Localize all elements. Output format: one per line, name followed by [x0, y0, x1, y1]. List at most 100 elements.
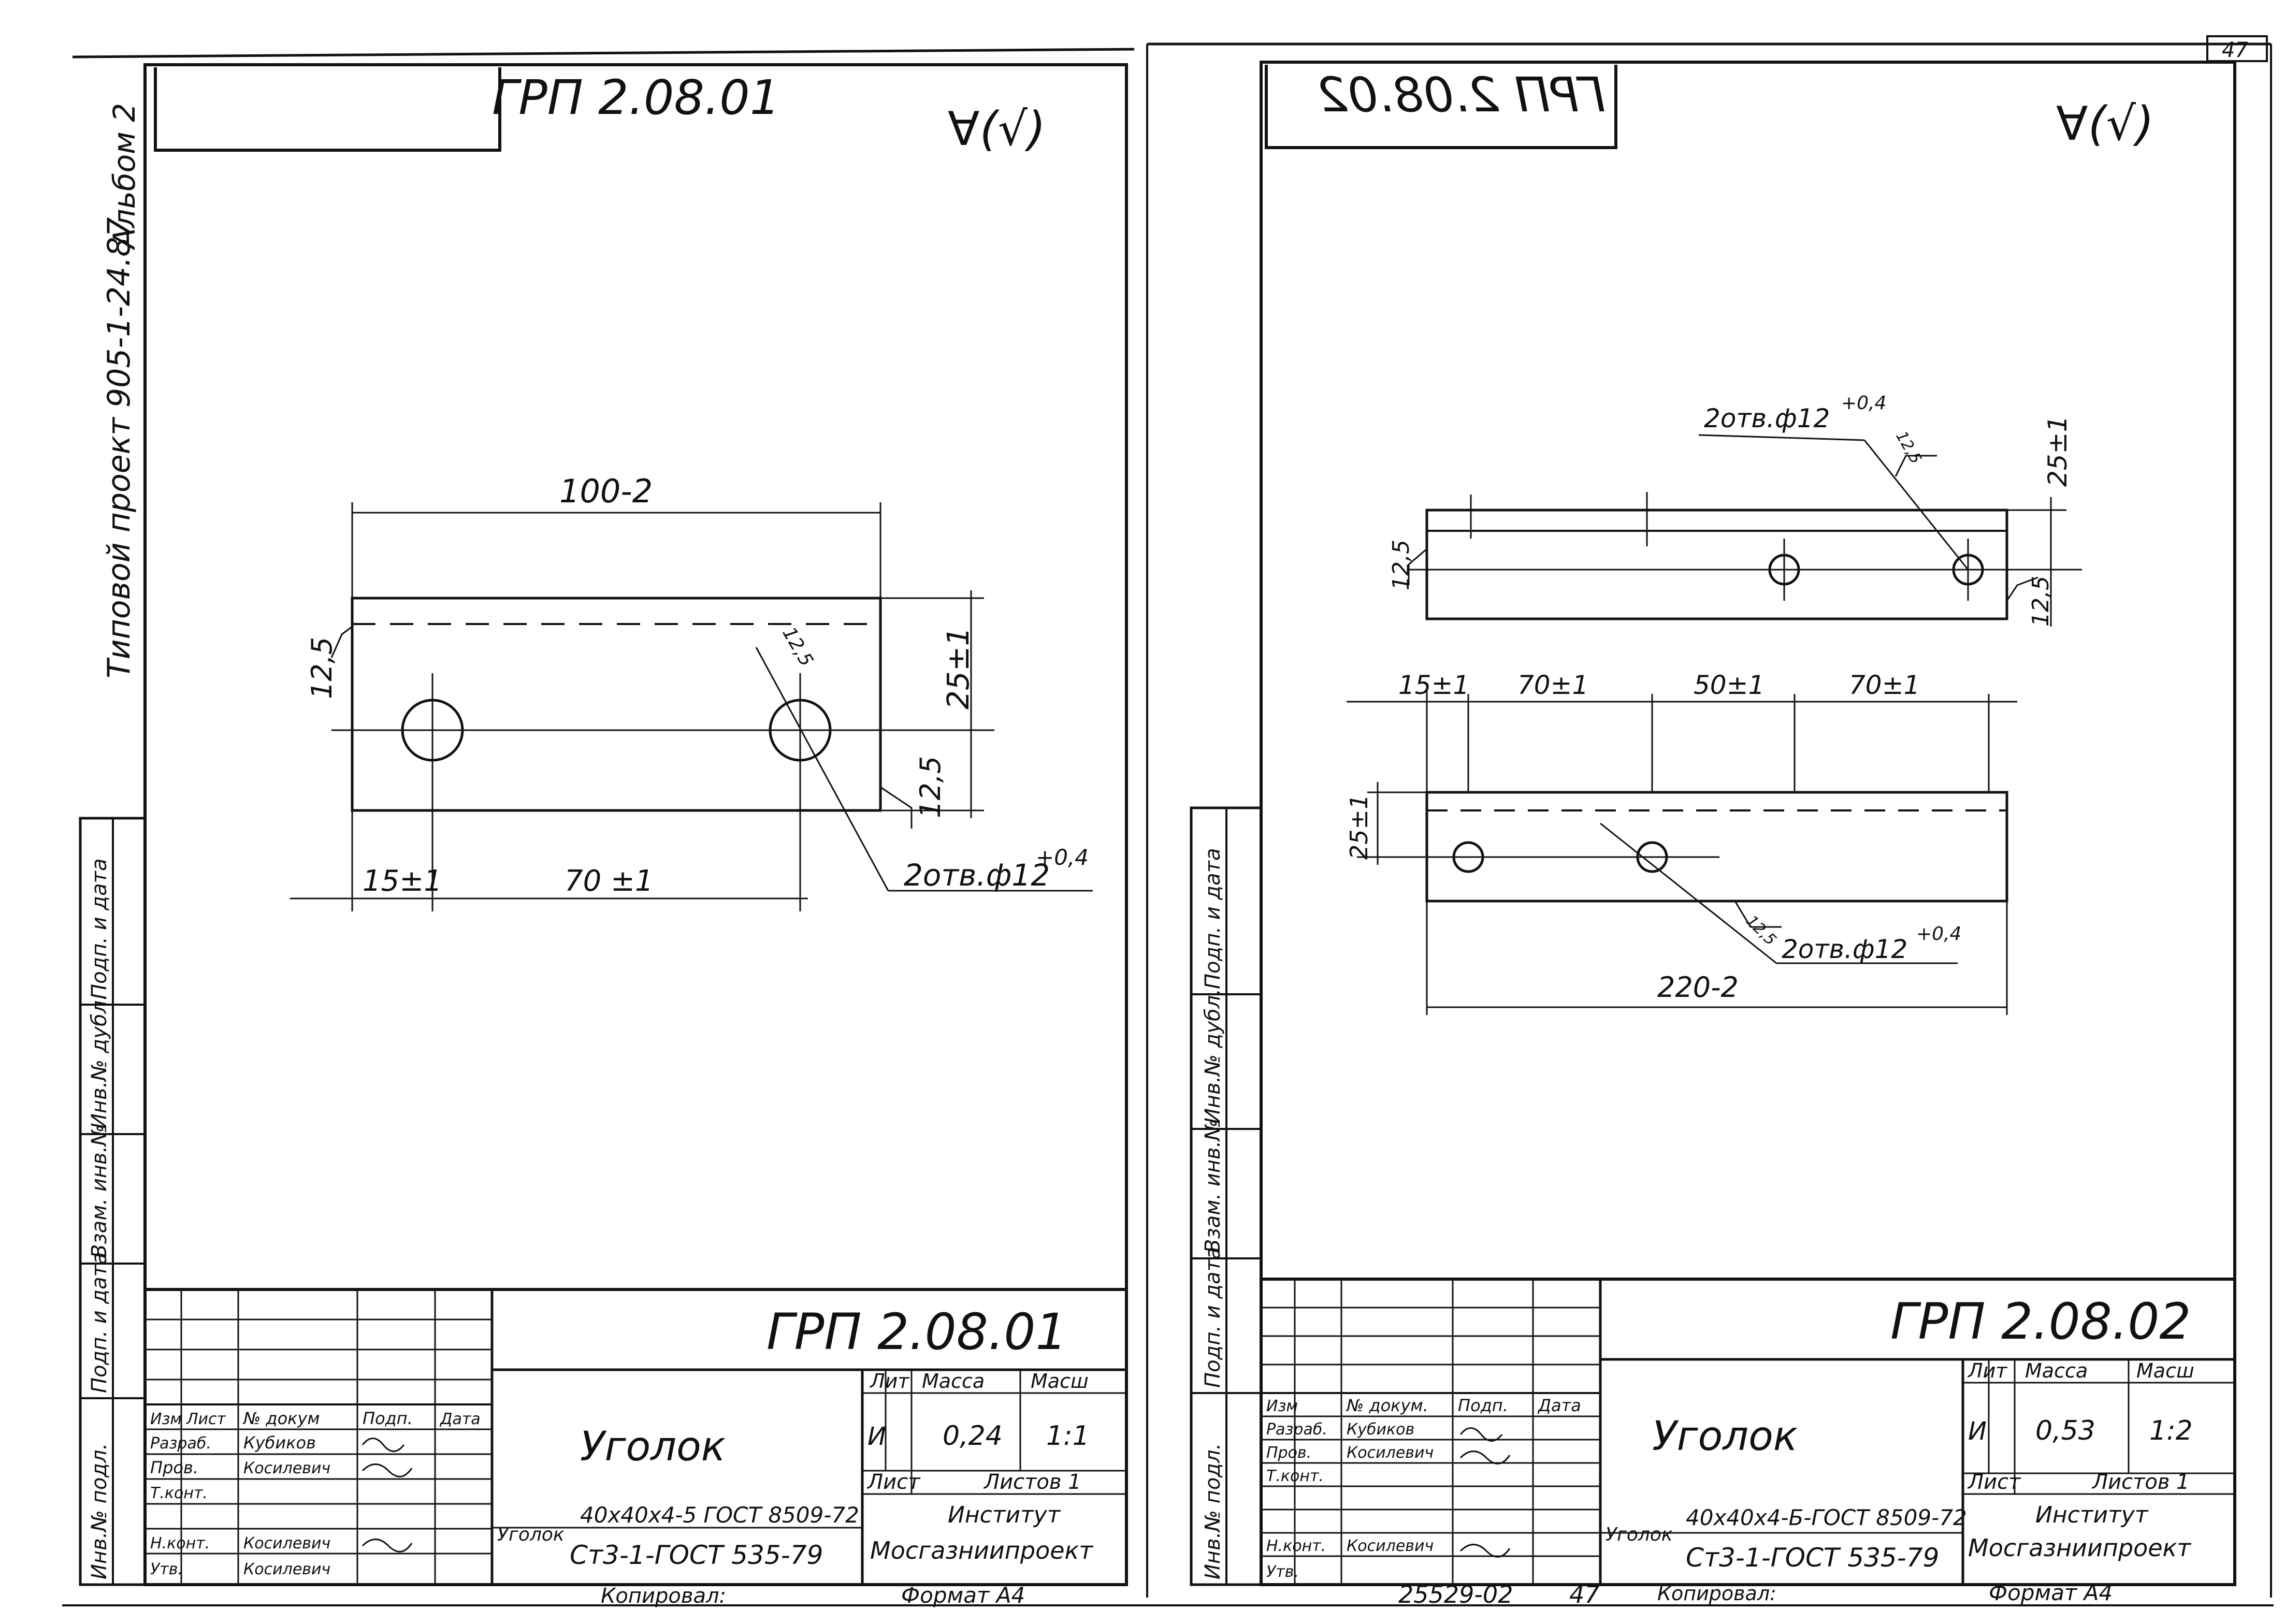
left-row-utv-name: Косилевич: [243, 1560, 330, 1578]
right-doc-code: ГРП 2.08.02: [1890, 1293, 2191, 1351]
right-org-line2: Мосгазниипроект: [1968, 1534, 2191, 1562]
left-row-razrab: Разраб.: [150, 1434, 211, 1453]
left-roughness-symbol: ∀(√): [948, 102, 1046, 156]
right-col-date: Дата: [1537, 1396, 1581, 1415]
right-bottom-hole-2: [1636, 841, 1668, 873]
left-dim-edge-offset: 15±1: [363, 864, 442, 898]
left-holes-tolerance: +0,4: [1036, 845, 1089, 870]
right-side-label-3: Взам. инв.№: [1201, 1119, 1225, 1253]
right-hole-roughness-top: 12,5: [1892, 428, 1925, 467]
left-org-line2: Мосгазниипроект: [870, 1536, 1093, 1564]
left-side-label-4: Инв.№ дубл.: [88, 994, 111, 1129]
left-sheets-label: Листов 1: [983, 1470, 1081, 1494]
left-material-bottom: Ст3-1-ГОСТ 535-79: [570, 1540, 823, 1570]
left-side-label-1: Инв.№ подл.: [88, 1443, 111, 1579]
right-stamp-code: ГРП 2.08.02: [1318, 67, 1606, 123]
right-dim-seg3: 70±1: [1849, 670, 1920, 700]
right-row-nkont-name: Косилевич: [1347, 1537, 1434, 1555]
right-col-mass: Масса: [2025, 1359, 2088, 1382]
right-dim-thickness-right: 12,5: [2028, 576, 2054, 627]
right-col-sign: Подп.: [1458, 1396, 1508, 1415]
right-row-prov: Пров.: [1266, 1444, 1311, 1462]
left-side-label-3: Взам. инв.№: [88, 1124, 111, 1258]
footer-page: 47: [1569, 1581, 1600, 1608]
left-row-razrab-name: Кубиков: [243, 1433, 316, 1453]
right-scale-value: 1:2: [2149, 1415, 2193, 1446]
left-row-prov-name: Косилевич: [243, 1459, 330, 1477]
left-dim-thickness-right: 12,5: [914, 756, 947, 818]
right-side-stamp: Инв.№ подл. Подп. и дата Взам. инв.№ Инв…: [1190, 806, 1263, 1586]
right-row-utv: Утв.: [1266, 1563, 1299, 1581]
left-mass-value: 0,24: [943, 1420, 1003, 1452]
left-scale-value: 1:1: [1046, 1420, 1090, 1452]
right-col-doc: № докум.: [1346, 1396, 1428, 1415]
right-mass-value: 0,53: [2035, 1415, 2095, 1446]
left-material-prefix: Уголок: [497, 1524, 565, 1545]
left-row-nkont: Н.конт.: [150, 1534, 210, 1553]
left-dim-thickness-left: 12,5: [306, 637, 338, 699]
right-sheets-label: Листов 1: [2091, 1470, 2190, 1494]
left-row-tkont: Т.конт.: [150, 1484, 208, 1502]
left-doc-code: ГРП 2.08.01: [767, 1303, 1067, 1361]
right-dim-height-top: 25±1: [2043, 416, 2073, 487]
right-material-prefix: Уголок: [1606, 1524, 1673, 1545]
right-dim-length: 220-2: [1657, 971, 1739, 1004]
right-col-lit: Лит: [1967, 1359, 2008, 1382]
left-row-nkont-name: Косилевич: [243, 1534, 330, 1553]
right-dim-thickness-left: 12,5: [1388, 540, 1414, 590]
left-footer-copied: Копировал:: [601, 1584, 726, 1608]
right-side-label-1: Инв.№ подл.: [1201, 1443, 1225, 1579]
left-material-top: 40х40х4-5 ГОСТ 8509-72: [580, 1502, 859, 1528]
right-holes-note-bottom: 2отв.ф12: [1782, 934, 1907, 964]
right-dim-seg1: 70±1: [1517, 670, 1588, 700]
right-material-bottom: Ст3-1-ГОСТ 535-79: [1686, 1543, 1939, 1573]
right-side-label-2: Подп. и дата: [1201, 1247, 1225, 1388]
left-col-date: Дата: [439, 1410, 481, 1428]
right-org-line1: Институт: [2035, 1502, 2149, 1528]
right-bottom-view: 25±1 12,5 2отв.ф12 +0,4 220-2: [1345, 782, 2008, 1015]
left-row-prov: Пров.: [150, 1458, 198, 1477]
right-dim-edge-offset: 15±1: [1398, 670, 1469, 700]
right-row-tkont: Т.конт.: [1266, 1467, 1324, 1485]
left-org-line1: Институт: [948, 1502, 1061, 1528]
left-col-izm: Изм: [150, 1410, 182, 1428]
right-col-scale: Масш: [2136, 1359, 2194, 1382]
side-project-label: Типовой проект 905-1-24.87: [101, 217, 137, 678]
left-col-mass: Масса: [922, 1370, 985, 1393]
right-sheet-label: Лист: [1967, 1470, 2021, 1494]
left-lit-value: И: [867, 1422, 886, 1451]
left-side-label-2: Подп. и дата: [88, 1252, 111, 1393]
right-material-top: 40х40х4-Б-ГОСТ 8509-72: [1686, 1505, 1967, 1530]
right-roughness-symbol: ∀(√): [2056, 97, 2154, 151]
right-dim-seg2: 50±1: [1694, 670, 1765, 700]
corner-sheet-number: 47: [2222, 38, 2248, 62]
page-frames: [62, 35, 2274, 1606]
left-holes-note: 2отв.ф12: [904, 858, 1050, 893]
left-footer-format: Формат А4: [901, 1583, 1025, 1608]
left-dim-hole-spacing: 70 ±1: [565, 864, 654, 898]
left-dim-length: 100-2: [559, 472, 653, 510]
right-dim-chain: 15±1 70±1 50±1 70±1: [1347, 670, 2017, 792]
left-col-scale: Масш: [1031, 1370, 1089, 1393]
footer-format: Формат А4: [1989, 1580, 2113, 1605]
left-dim-height: 25±1: [941, 627, 976, 709]
left-part-name: Уголок: [580, 1424, 726, 1470]
right-side-label-4: Инв.№ дубл.: [1201, 989, 1225, 1124]
left-col-lit: Лит: [869, 1370, 910, 1393]
left-sheet-label: Лист: [866, 1470, 921, 1494]
right-holes-note-top: 2отв.ф12: [1704, 403, 1830, 433]
right-hole-roughness-bottom: 12,5: [1742, 912, 1780, 949]
left-title-block: Изм Лист № докум Подп. Дата Разраб. Куби…: [143, 1288, 1128, 1608]
right-row-nkont: Н.конт.: [1266, 1537, 1326, 1555]
right-dim-height-bottom: 25±1: [1345, 794, 1373, 860]
left-side-stamp: Инв.№ подл. Подп. и дата Взам. инв.№ Инв…: [79, 817, 147, 1586]
left-col-list: Лист: [186, 1410, 227, 1428]
right-row-razrab: Разраб.: [1266, 1420, 1327, 1439]
left-col-doc: № докум: [242, 1409, 320, 1428]
left-row-utv: Утв.: [150, 1560, 183, 1578]
left-stamp-code: ГРП 2.08.01: [492, 70, 780, 125]
right-sheet: ГРП 2.08.02 ∀(√) Инв.№ подл. Подп. и дат…: [1190, 61, 2236, 1586]
right-holes-tol-top: +0,4: [1841, 393, 1886, 414]
footer-copied: Копировал:: [1657, 1582, 1776, 1605]
